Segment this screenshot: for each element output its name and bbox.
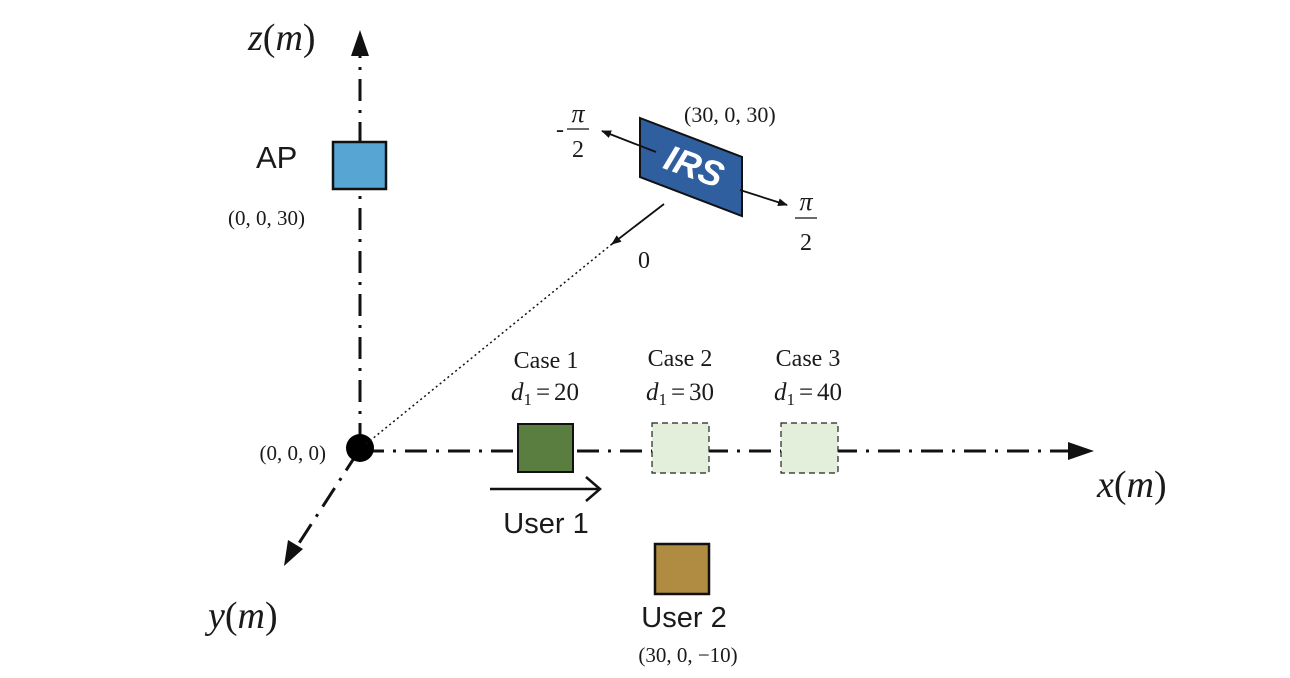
case-2-distance: d1=30 [646,379,714,409]
irs-arrow-right [739,189,788,207]
x-axis-arrow [1068,442,1094,460]
z-axis-arrow [351,30,369,56]
user-1-square-case-1 [517,423,574,473]
user-1-square-case-2 [651,422,710,474]
case-1-distance: d1=20 [511,379,579,409]
user-2-coordinate: (30, 0, −10) [638,643,737,667]
case-2-title: Case 2 [648,346,713,372]
origin-point [346,434,374,462]
user-2-square [653,542,711,596]
case-3-distance: d1=40 [774,379,842,409]
angle-zero-label: 0 [638,248,650,274]
user-1-movement-arrowhead [585,476,602,502]
ap-square [331,140,388,191]
y-axis-arrow [284,540,303,566]
angle-minus-sign: - [556,117,564,143]
y-axis-label: y(m) [204,595,278,637]
case-1: Case 1 d1=20 [511,348,579,473]
irs-arrow-normal [611,203,665,245]
z-axis-label: z(m) [247,17,316,59]
case-3: Case 3 d1=40 [774,346,842,474]
angle-left-numerator: π [571,99,585,128]
irs-panel [639,116,743,218]
ap-label: AP [256,140,297,175]
angle-left-denominator: 2 [572,137,584,163]
user-1-label: User 1 [503,508,588,540]
origin-coordinate: (0, 0, 0) [260,441,327,465]
user-1-square-case-3 [780,422,839,474]
irs-arrow-left [601,130,657,153]
case-1-title: Case 1 [514,348,579,374]
case-2: Case 2 d1=30 [646,346,714,474]
y-axis [290,451,360,555]
case-3-title: Case 3 [776,346,841,372]
angle-right-numerator: π [799,187,813,216]
irs-to-origin-dotted-line [365,243,613,445]
x-axis-label: x(m) [1096,464,1167,506]
irs-coordinate: (30, 0, 30) [684,102,776,127]
ap-coordinate: (0, 0, 30) [228,206,305,230]
user-2-label: User 2 [641,602,726,634]
angle-right-denominator: 2 [800,230,812,256]
